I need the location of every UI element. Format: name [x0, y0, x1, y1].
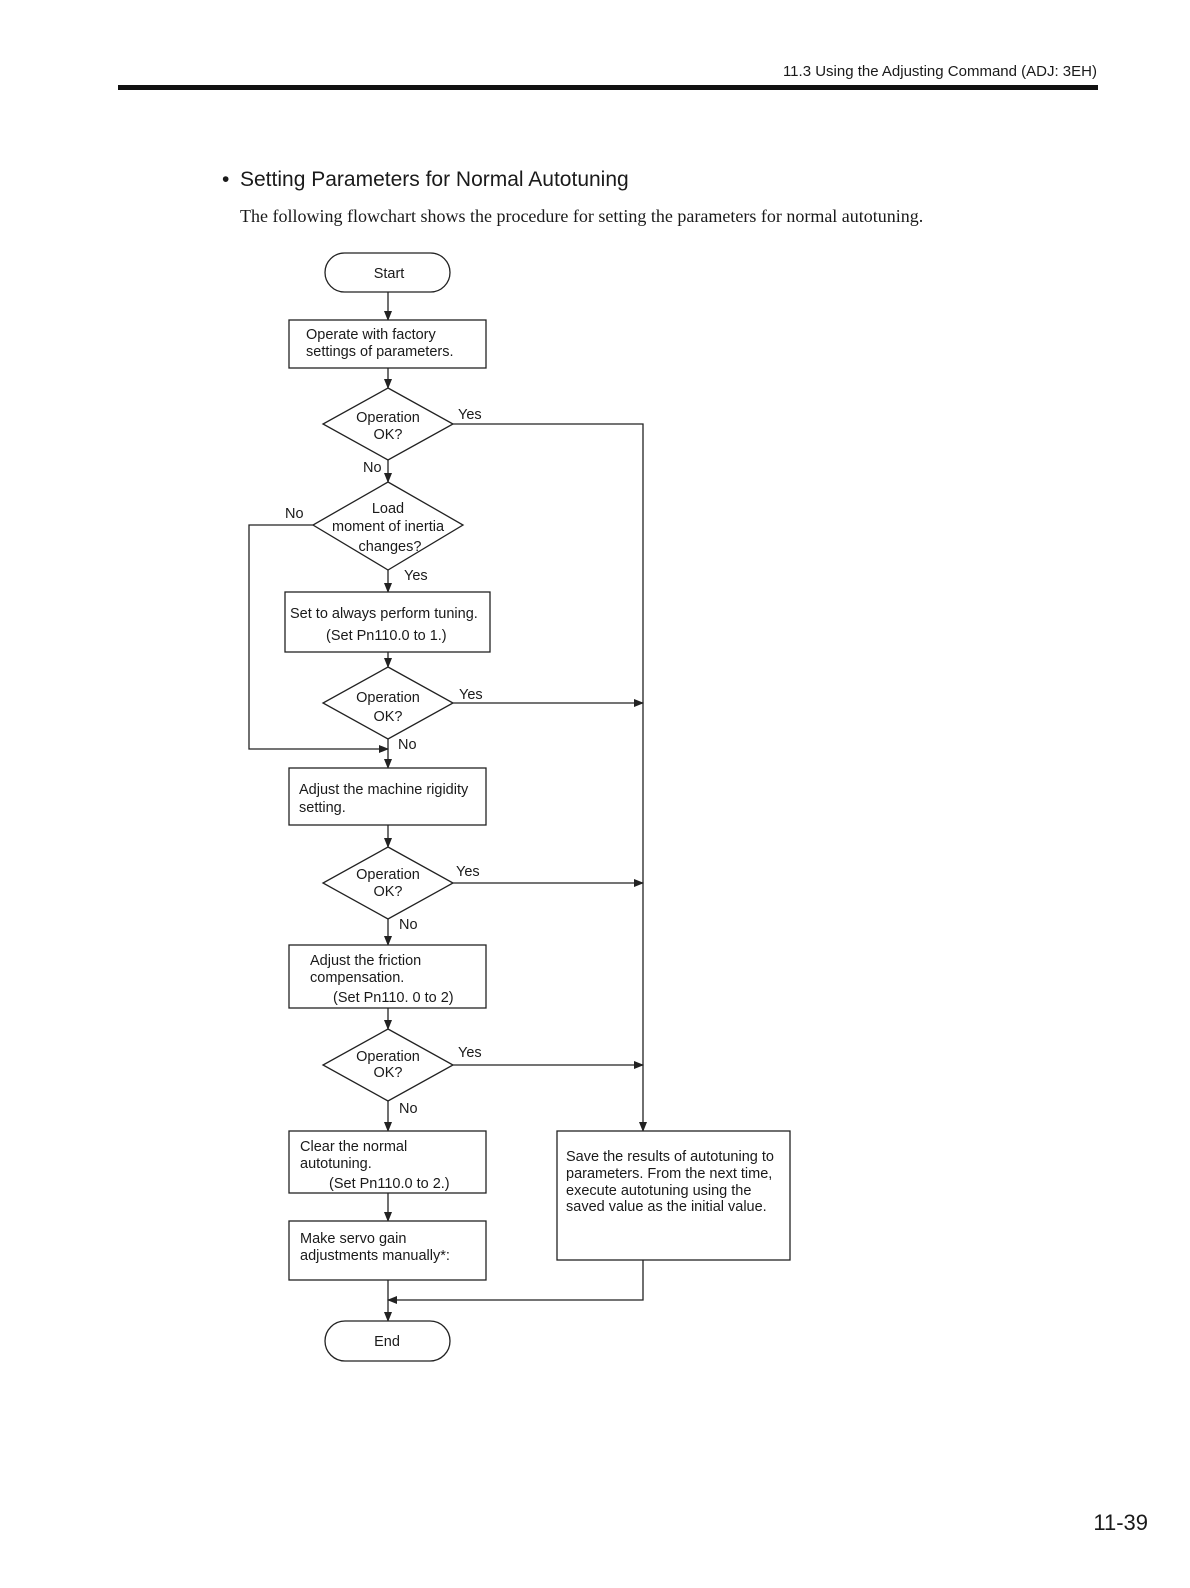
- connector-no-bypass: [248, 524, 389, 753]
- step-save-line4: saved value as the initial value.: [566, 1199, 767, 1215]
- decision-operation-ok-1-line1: Operation: [356, 410, 420, 426]
- step-always-tuning-line1: Set to always perform tuning.: [290, 606, 478, 622]
- decision-operation-ok-4-line1: Operation: [356, 1049, 420, 1065]
- label-no-3: No: [398, 737, 417, 753]
- step-always-tuning-line2: (Set Pn110.0 to 1.): [326, 628, 447, 644]
- step-friction-line2: compensation.: [310, 970, 404, 986]
- step-clear-autotuning: [288, 1130, 487, 1194]
- header-rule: [118, 85, 1098, 90]
- label-no-1: No: [363, 460, 382, 476]
- label-yes-4: Yes: [456, 864, 480, 880]
- label-yes-5: Yes: [458, 1045, 482, 1061]
- bullet: •: [222, 168, 230, 191]
- step-friction-line3: (Set Pn110. 0 to 2): [333, 990, 454, 1006]
- section-title-text: Setting Parameters for Normal Autotuning: [240, 168, 629, 191]
- decision-inertia-line1: Load: [372, 501, 404, 517]
- decision-operation-ok-2-line2: OK?: [373, 709, 402, 725]
- step-always-tuning: [284, 591, 491, 653]
- connector-yes-main: [453, 423, 647, 1132]
- step-clear-line3: (Set Pn110.0 to 2.): [329, 1176, 450, 1192]
- end-label: End: [374, 1334, 400, 1350]
- label-no-5: No: [399, 1101, 418, 1117]
- decision-operation-ok-4-line2: OK?: [373, 1065, 402, 1081]
- label-no-2: No: [285, 506, 304, 522]
- step-friction-compensation: [288, 944, 487, 1009]
- page-number: 11-39: [1093, 1510, 1148, 1535]
- step-machine-rigidity-line1: Adjust the machine rigidity: [299, 782, 469, 798]
- step-manual-gain-line1: Make servo gain: [300, 1231, 406, 1247]
- label-yes-2: Yes: [404, 568, 428, 584]
- step-factory-settings-line2: settings of parameters.: [306, 344, 454, 360]
- decision-operation-ok-3-line1: Operation: [356, 867, 420, 883]
- decision-operation-ok-2-line1: Operation: [356, 690, 420, 706]
- intro-paragraph: The following flowchart shows the proced…: [240, 206, 924, 226]
- label-yes-1: Yes: [458, 407, 482, 423]
- connector-save-end: [387, 1260, 644, 1304]
- label-yes-3: Yes: [459, 687, 483, 703]
- step-manual-gain: [288, 1220, 487, 1281]
- label-no-4: No: [399, 917, 418, 933]
- decision-inertia-line3: changes?: [359, 539, 422, 555]
- step-machine-rigidity-line2: setting.: [299, 800, 346, 816]
- header-section-title: 11.3 Using the Adjusting Command (ADJ: 3…: [782, 63, 1097, 80]
- step-save-results: [556, 1130, 791, 1261]
- step-clear-line1: Clear the normal: [300, 1139, 407, 1155]
- step-manual-gain-line2: adjustments manually*:: [300, 1248, 450, 1264]
- step-save-line1: Save the results of autotuning to: [566, 1149, 774, 1165]
- step-save-line2: parameters. From the next time,: [566, 1166, 772, 1182]
- decision-operation-ok-3: [321, 846, 455, 920]
- start-label: Start: [374, 266, 405, 282]
- step-clear-line2: autotuning.: [300, 1156, 372, 1172]
- decision-inertia-line2: moment of inertia: [332, 519, 445, 535]
- section-title: • Setting Parameters for Normal Autotunin…: [222, 168, 629, 192]
- end-terminal: [324, 1320, 451, 1362]
- step-save-line3: execute autotuning using the: [566, 1183, 751, 1199]
- decision-operation-ok-3-line2: OK?: [373, 884, 402, 900]
- decision-operation-ok-1-line2: OK?: [373, 427, 402, 443]
- step-friction-line1: Adjust the friction: [310, 953, 421, 969]
- step-factory-settings-line1: Operate with factory: [306, 327, 436, 343]
